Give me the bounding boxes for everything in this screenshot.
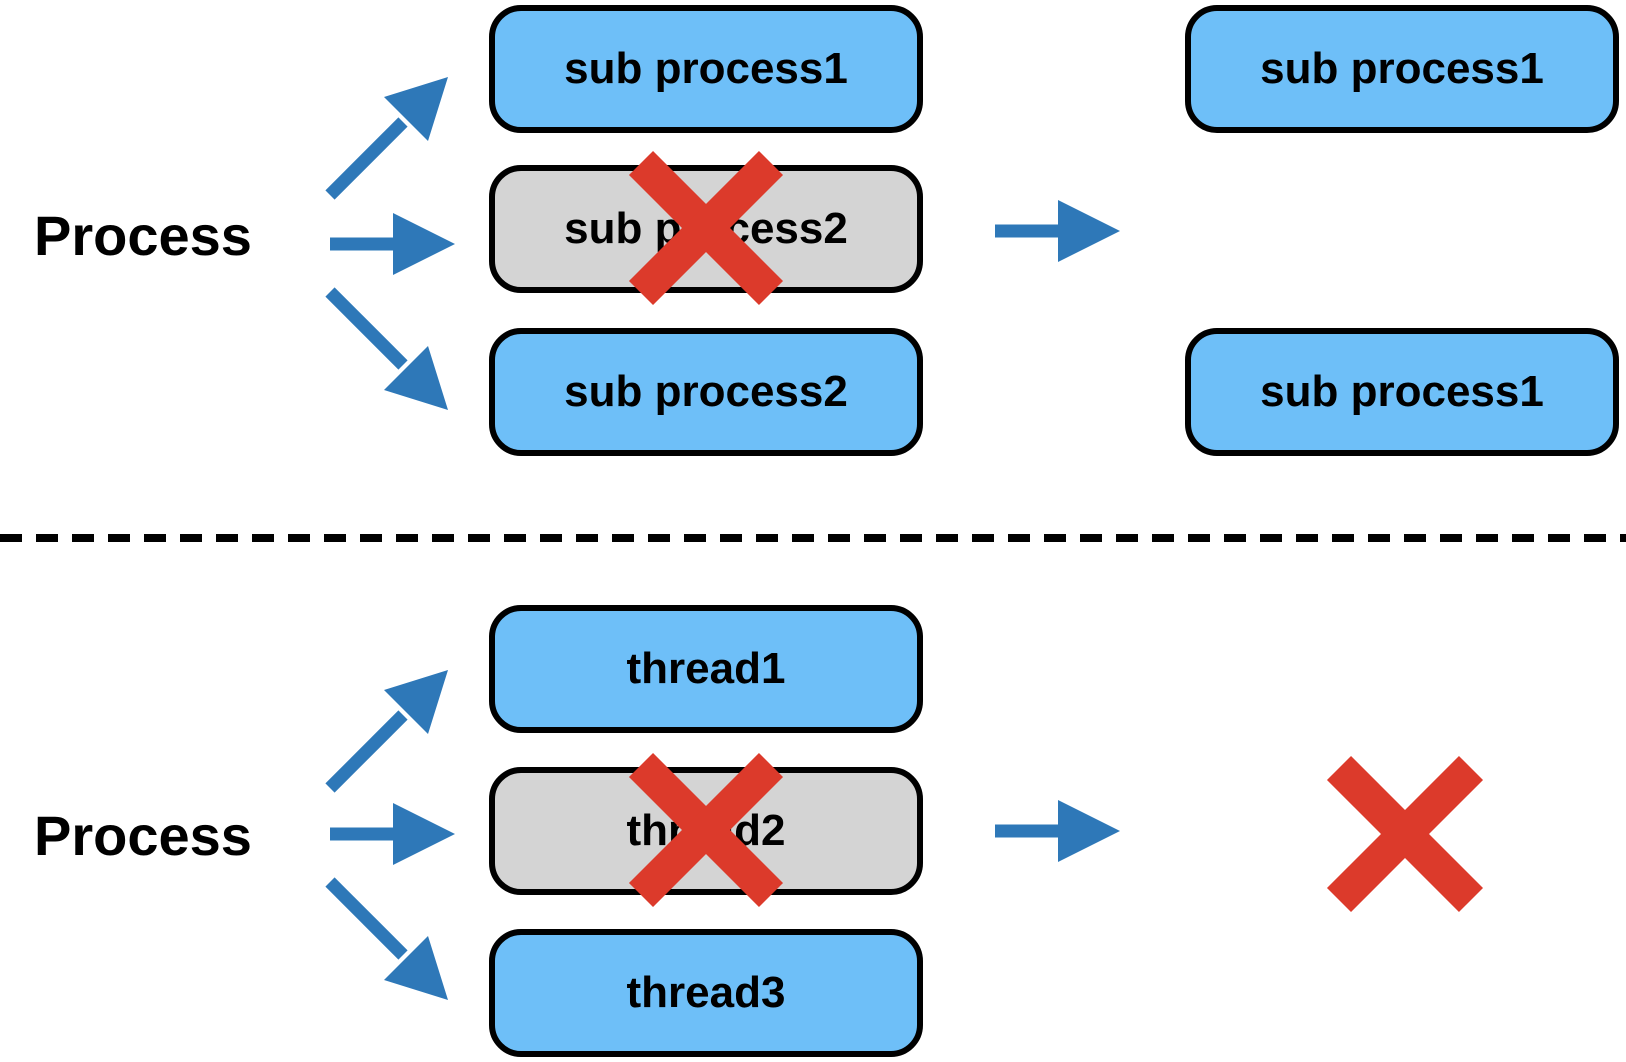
arrow-icon bbox=[330, 213, 455, 275]
arrow-icon bbox=[325, 670, 448, 793]
subprocess-box-2-dead: sub process2 bbox=[489, 165, 923, 293]
arrow-icon bbox=[995, 800, 1120, 862]
thread-box-1: thread1 bbox=[489, 605, 923, 733]
arrow-icon bbox=[325, 287, 448, 410]
thread-box-3: thread3 bbox=[489, 929, 923, 1057]
process-label-top: Process bbox=[34, 204, 252, 267]
result-subprocess-box-1: sub process1 bbox=[1185, 5, 1619, 133]
thread-box-2-dead: thread2 bbox=[489, 767, 923, 895]
process-label-bottom: Process bbox=[34, 804, 252, 867]
result-subprocess-box-2: sub process1 bbox=[1185, 328, 1619, 456]
subprocess-box-1: sub process1 bbox=[489, 5, 923, 133]
arrow-icon bbox=[330, 803, 455, 865]
arrow-icon bbox=[325, 77, 448, 200]
arrow-icon bbox=[995, 200, 1120, 262]
subprocess-box-3: sub process2 bbox=[489, 328, 923, 456]
arrow-icon bbox=[325, 877, 448, 1000]
cross-icon bbox=[1326, 755, 1484, 913]
